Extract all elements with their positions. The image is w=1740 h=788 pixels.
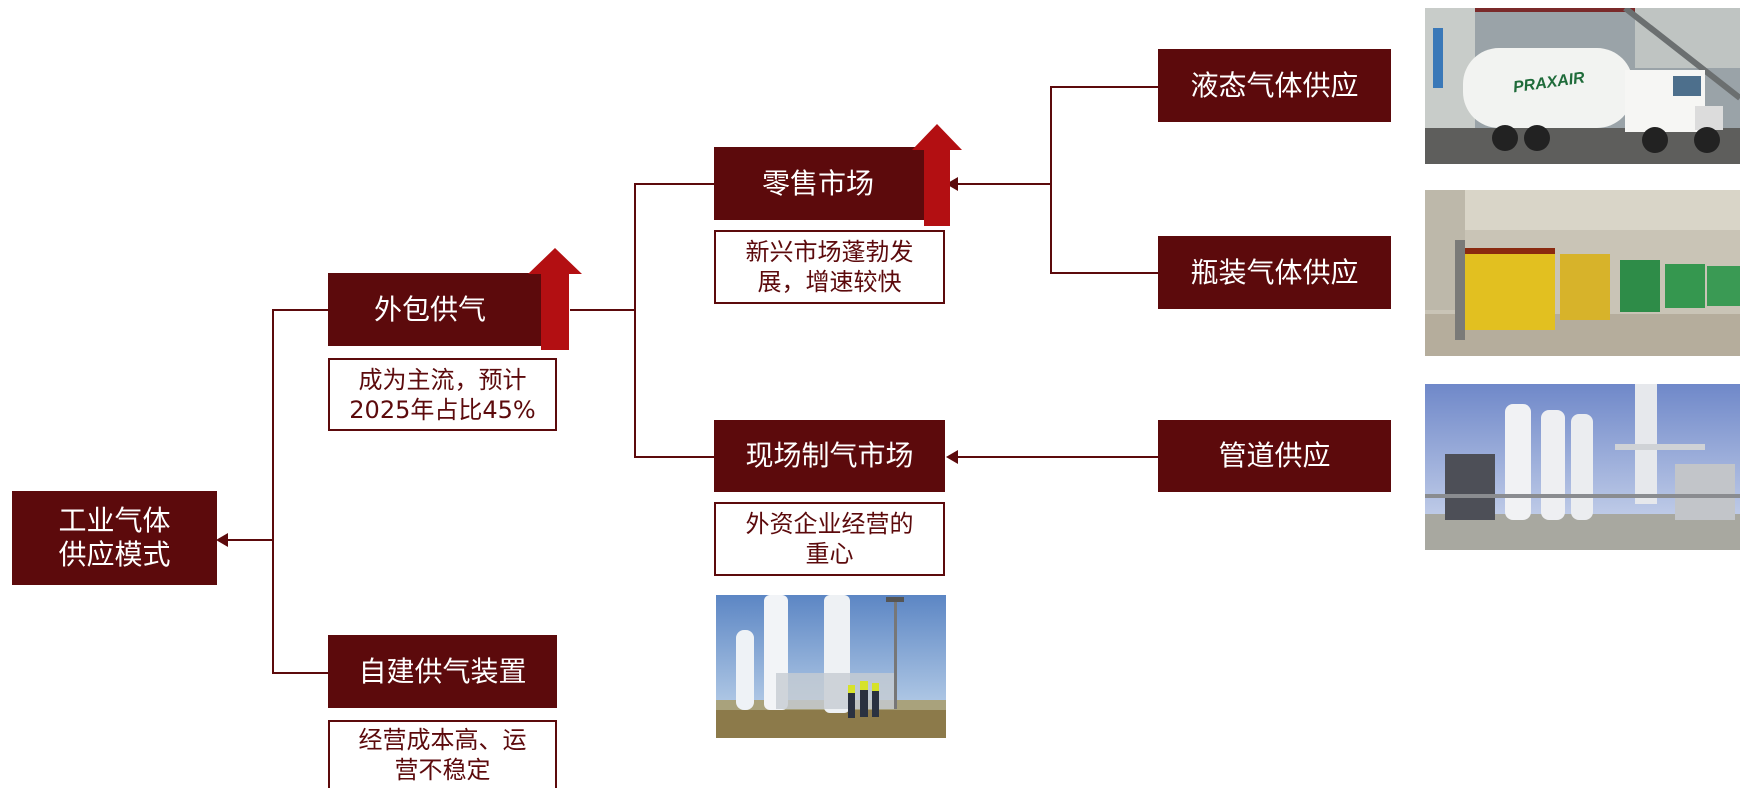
pipeline-supply-node: 管道供应 [1158,420,1391,492]
connector-to-selfbuilt [272,672,328,674]
connector-to-retail [634,183,714,185]
retail-node: 零售市场 [714,147,934,220]
selfbuilt-note: 经营成本高、运 营不稳定 [328,720,557,788]
bottled-gas-supply-node: 瓶装气体供应 [1158,236,1391,309]
selfbuilt-node: 自建供气装置 [328,635,557,708]
connector-to-bottled [1050,272,1158,274]
liquid-gas-truck-photo: PRAXAIR [1425,8,1740,164]
connector-to-outsourced [272,309,328,311]
outsourced-growth-arrow-icon [528,248,582,350]
connector-supply-vertical [1050,86,1052,274]
onsite-plant-photo [716,595,946,738]
liquid-gas-supply-node: 液态气体供应 [1158,49,1391,122]
outsourced-note: 成为主流，预计 2025年占比45% [328,358,557,431]
root-node: 工业气体 供应模式 [12,491,217,585]
retail-growth-arrow-icon [912,124,962,226]
bottled-gas-warehouse-photo [1425,190,1740,356]
connector-pipeline-arrow-h [956,456,1158,458]
connector-root-arrow-h [222,539,274,541]
onsite-node: 现场制气市场 [714,420,945,492]
connector-pipeline-arrowhead [946,450,958,464]
pipeline-plant-photo [1425,384,1740,550]
retail-note: 新兴市场蓬勃发 展，增速较快 [714,230,945,304]
connector-to-onsite [634,456,714,458]
connector-root-arrowhead [216,533,228,547]
connector-to-liquid [1050,86,1158,88]
connector-market-vertical [634,183,636,458]
connector-outsourced-h [570,309,636,311]
outsourced-node: 外包供气 [328,273,542,346]
connector-retail-arrow-h [956,183,1052,185]
connector-root-vertical [272,309,274,674]
onsite-note: 外资企业经营的 重心 [714,502,945,576]
